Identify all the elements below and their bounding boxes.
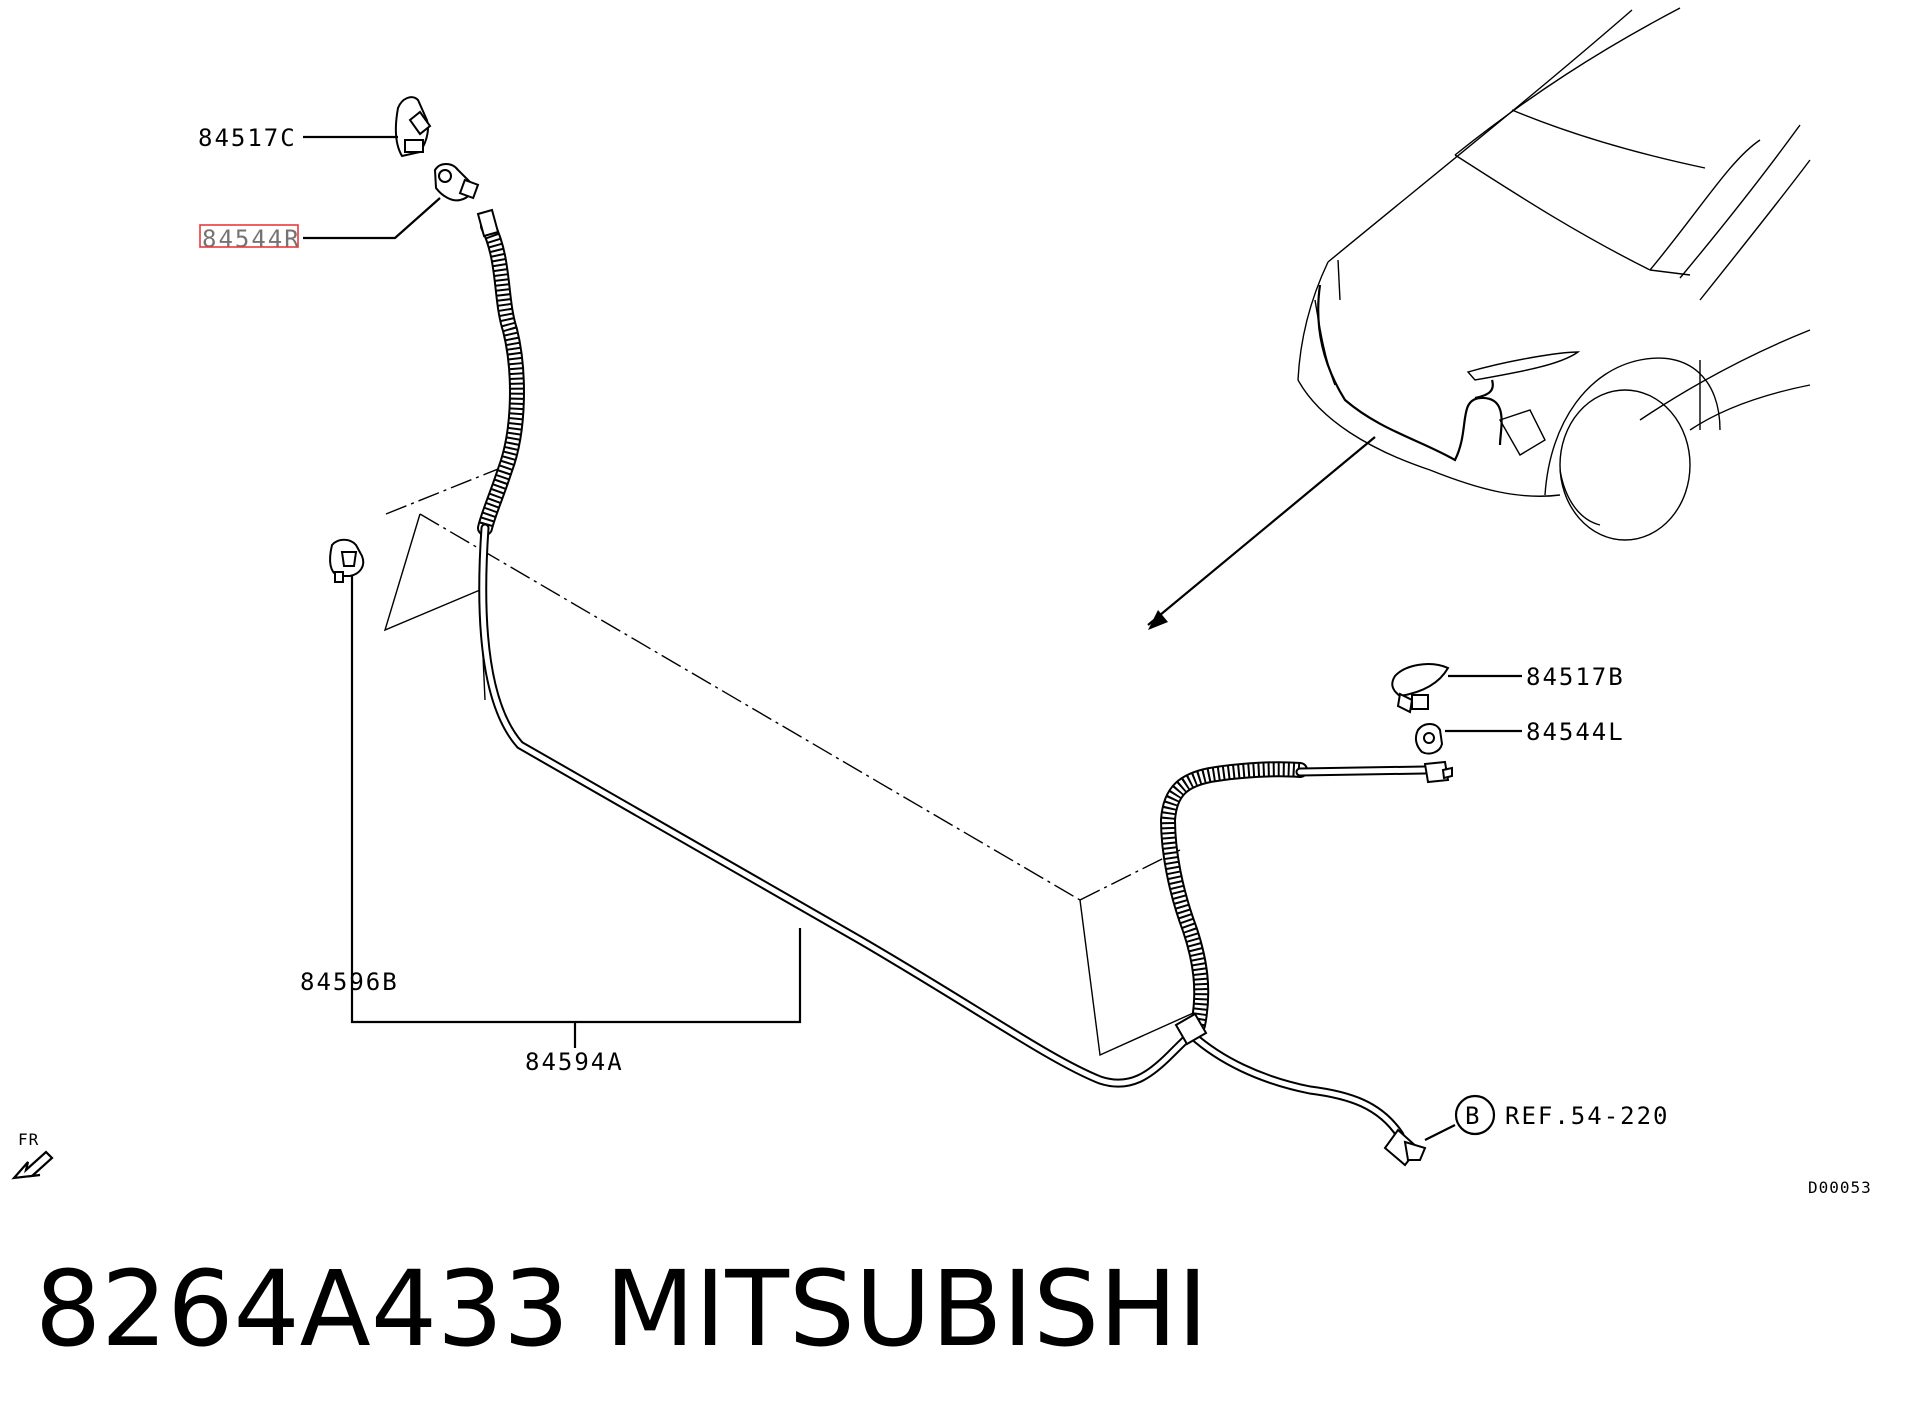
label-84544l: 84544L bbox=[1526, 718, 1625, 746]
reference-letter: B bbox=[1465, 1102, 1481, 1130]
vehicle-inset bbox=[1147, 7, 1811, 630]
front-direction-marker: FR bbox=[11, 1130, 54, 1180]
caption-brand: MITSUBISHI bbox=[605, 1248, 1208, 1370]
label-84517b: 84517B bbox=[1526, 663, 1625, 691]
reference-callout: B REF.54-220 bbox=[1454, 1094, 1670, 1136]
front-direction-label: FR bbox=[18, 1130, 39, 1149]
label-84544r: 84544R bbox=[202, 225, 301, 253]
label-84544r-highlight bbox=[199, 224, 299, 248]
part-84517c-nozzle-cover bbox=[394, 96, 432, 158]
reference-text: REF.54-220 bbox=[1505, 1102, 1670, 1130]
label-84594a: 84594A bbox=[525, 1048, 624, 1076]
bumper-phantom-outline bbox=[383, 464, 1201, 1057]
part-84596b-clip bbox=[329, 538, 365, 583]
caption-part-number: 8264A433 bbox=[35, 1248, 569, 1370]
washer-hose bbox=[476, 208, 1453, 1167]
part-labels: 84517C 84544R 84517B 84544L 84596B 84594… bbox=[198, 124, 1625, 1076]
part-84517b-nozzle-cover bbox=[1391, 663, 1450, 714]
leader-lines bbox=[303, 135, 1522, 1141]
label-84596b: 84596B bbox=[300, 968, 399, 996]
part-84544l-nozzle bbox=[1414, 723, 1444, 755]
part-84544r-nozzle bbox=[433, 163, 480, 202]
figure-code: D00053 bbox=[1808, 1178, 1872, 1197]
label-84517c: 84517C bbox=[198, 124, 297, 152]
